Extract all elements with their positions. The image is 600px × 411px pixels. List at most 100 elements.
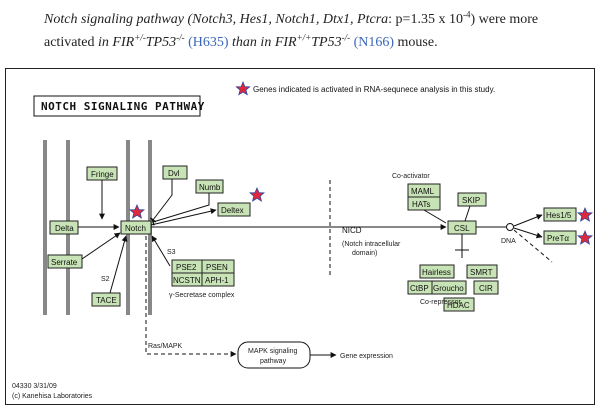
label-mapk: pathway [260, 358, 287, 365]
svg-text:Numb: Numb [199, 183, 221, 192]
edge-dna-other [513, 229, 553, 263]
svg-text:PreTα: PreTα [547, 234, 569, 243]
caption-sup: +/- [134, 32, 146, 43]
gene-maml: MAML [407, 183, 441, 198]
edge-rasmapk [145, 236, 237, 357]
svg-text:Hairless: Hairless [422, 268, 451, 277]
legend-text: Genes indicated is activated in RNA-sequ… [253, 85, 495, 94]
svg-text:NCSTN: NCSTN [173, 276, 201, 285]
title-box [33, 95, 201, 117]
dna-node [506, 223, 514, 231]
svg-text:SKIP: SKIP [462, 196, 480, 205]
gamma-secretase-complex: PSE2 PSEN NCSTN APH-1 [171, 259, 235, 287]
svg-text:Delta: Delta [55, 224, 74, 233]
star-notch-icon [128, 203, 146, 219]
caption-text: activated [44, 35, 99, 50]
caption-sup: -/- [341, 32, 351, 43]
label-rasmapk: Ras/MAPK [148, 343, 183, 350]
caption-genotype: TP53 [311, 35, 342, 50]
edge-gamma-notch [151, 235, 171, 267]
svg-text:APH-1: APH-1 [205, 276, 229, 285]
gene-smrt: SMRT [466, 264, 498, 279]
caption-sup: +/+ [296, 32, 312, 43]
caption-genotype: TP53 [145, 35, 177, 50]
pathway-frame [5, 68, 595, 405]
label-nicd: NICD [342, 226, 362, 235]
gene-fringe: Fringe [86, 166, 118, 181]
gene-numb: Numb [195, 179, 224, 194]
caption-genes: Notch3, Hes1, Notch1, Dtx1, Ptcra [192, 12, 389, 27]
svg-text:Fringe: Fringe [91, 170, 114, 179]
edge-dna-pretalpha [513, 227, 543, 239]
edge-dna-hes15 [513, 214, 543, 227]
svg-text:CtBP: CtBP [410, 284, 429, 293]
label-s2: S2 [101, 276, 110, 283]
svg-text:Notch: Notch [125, 224, 146, 233]
star-hes15-icon [576, 206, 594, 222]
gene-deltex: Deltex [217, 202, 251, 217]
label-gene-expression: Gene expression [340, 353, 393, 360]
svg-text:CIR: CIR [479, 284, 493, 293]
caption-line-1: Notch signaling pathway (Notch3, Hes1, N… [44, 10, 584, 30]
gene-ctbp: CtBP [407, 280, 433, 295]
label-nicd-full: (Notch intracellular [342, 241, 401, 248]
caption-text-end: mouse. [394, 35, 438, 50]
label-s3: S3 [167, 249, 176, 256]
gene-csl: CSL [447, 220, 477, 235]
svg-text:MAML: MAML [411, 187, 435, 196]
gene-notch: Notch [120, 220, 152, 235]
caption-pvalue-exponent: -4 [462, 9, 471, 20]
gene-groucho: Groucho [431, 280, 467, 295]
svg-text:TACE: TACE [96, 296, 117, 305]
svg-text:HDAC: HDAC [447, 301, 470, 310]
gene-cir: CIR [473, 280, 499, 295]
svg-text:Hes1/5: Hes1/5 [546, 211, 572, 220]
caption-text-end: ) were more [470, 12, 539, 27]
edge-skip-csl [464, 205, 471, 222]
caption-sample-n166: (N166) [353, 35, 395, 50]
svg-text:PSE2: PSE2 [176, 263, 197, 272]
star-deltex-icon [248, 186, 266, 202]
gene-dvl: Dvl [162, 165, 188, 180]
gene-hats: HATs [407, 196, 441, 211]
gene-pretalpha: PreTα [543, 230, 577, 245]
caption-pvalue: : p=1.35 x 10 [388, 12, 463, 27]
gene-serrate: Serrate [47, 254, 83, 269]
edge-serrate-notch [81, 232, 121, 260]
edge-tace-notch [109, 235, 128, 294]
svg-text:Groucho: Groucho [433, 284, 464, 293]
caption-sup: -/- [176, 32, 185, 43]
caption-sample-h635: (H635) [188, 35, 229, 50]
edge-notch-deltex [150, 208, 217, 226]
svg-text:CSL: CSL [454, 224, 470, 233]
label-coactivator: Co-activator [392, 173, 430, 180]
svg-text:Deltex: Deltex [221, 206, 244, 215]
label-gamma-complex: γ-Secretase complex [169, 292, 235, 299]
svg-text:Serrate: Serrate [51, 258, 78, 267]
caption-line-2: activated in FIR+/-TP53-/- (H635) than i… [44, 33, 584, 53]
edge-dvl-notch [149, 179, 173, 223]
label-mapk: MAPK signaling [248, 348, 298, 355]
svg-text:Dvl: Dvl [168, 169, 180, 178]
legend-star-icon [235, 80, 251, 96]
label-corepressor: Co-repressor [420, 299, 462, 306]
gene-tace: TACE [91, 292, 121, 307]
caption-genotype: in FIR [98, 35, 135, 50]
label-nicd-full: domain) [352, 250, 377, 257]
svg-text:HATs: HATs [412, 200, 431, 209]
gene-hdac: HDAC [443, 297, 475, 312]
edge-maml-csl [423, 209, 447, 224]
svg-text:PSEN: PSEN [206, 263, 228, 272]
gene-delta: Delta [49, 220, 79, 235]
gene-skip: SKIP [457, 192, 487, 207]
caption-text: Notch signaling pathway ( [44, 12, 193, 27]
caption-genotype: than in FIR [228, 35, 297, 50]
gene-hes15: Hes1/5 [543, 207, 577, 222]
label-dna: DNA [501, 238, 516, 245]
svg-text:SMRT: SMRT [470, 268, 493, 277]
gene-hairless: Hairless [419, 264, 455, 279]
star-pretalpha-icon [576, 229, 594, 245]
footer-copyright: (c) Kanehisa Laboratories [12, 393, 93, 400]
diagram-title: NOTCH SIGNALING PATHWAY [41, 100, 205, 113]
